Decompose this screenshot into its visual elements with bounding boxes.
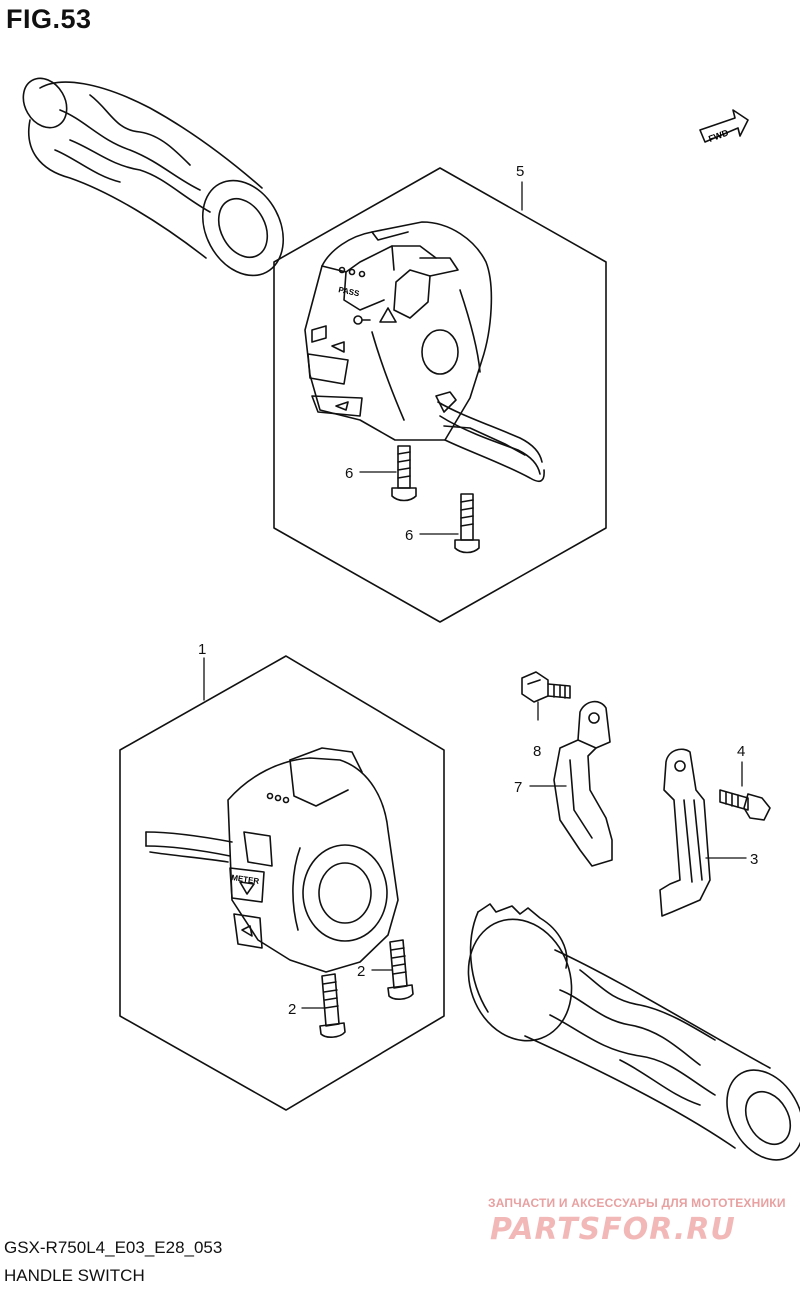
bracket-7 (553, 700, 613, 867)
callout-7: 7 (514, 779, 522, 796)
screw-2-right (387, 939, 414, 1000)
callout-4: 4 (737, 743, 745, 760)
callout-6-lower: 6 (405, 527, 413, 544)
watermark-logo: PARTSFOR.RU (490, 1212, 736, 1247)
callout-2-left: 2 (288, 1001, 296, 1018)
screw-6-lower (454, 493, 480, 554)
left-switch-box (119, 655, 445, 1111)
callout-8: 8 (533, 743, 541, 760)
screw-6-upper (391, 445, 417, 502)
left-handle-switch (145, 747, 399, 973)
watermark-caption: ЗАПЧАСТИ И АКСЕССУАРЫ ДЛЯ МОТОТЕХНИКИ (488, 1196, 786, 1210)
pass-label: PASS (338, 285, 361, 298)
bolt-8 (521, 671, 571, 703)
right-grip (467, 903, 800, 1161)
fwd-arrow (699, 109, 749, 143)
bracket-3 (659, 748, 711, 917)
right-switch-box (273, 167, 607, 623)
meter-label: METER (231, 873, 260, 886)
section-name: HANDLE SWITCH (4, 1266, 145, 1285)
figure-title: FIG.53 (6, 4, 92, 34)
callout-2-right: 2 (357, 963, 365, 980)
leader-lines (203, 181, 747, 1009)
right-handle-switch (304, 221, 545, 483)
callout-5: 5 (516, 163, 524, 180)
model-code: GSX-R750L4_E03_E28_053 (4, 1238, 223, 1257)
callout-3: 3 (750, 851, 758, 868)
callout-1: 1 (198, 641, 206, 658)
screw-2-left (319, 973, 346, 1038)
fwd-label: FWD (707, 127, 730, 144)
callout-6-upper: 6 (345, 465, 353, 482)
bolt-4 (719, 789, 771, 821)
left-grip (22, 77, 285, 277)
